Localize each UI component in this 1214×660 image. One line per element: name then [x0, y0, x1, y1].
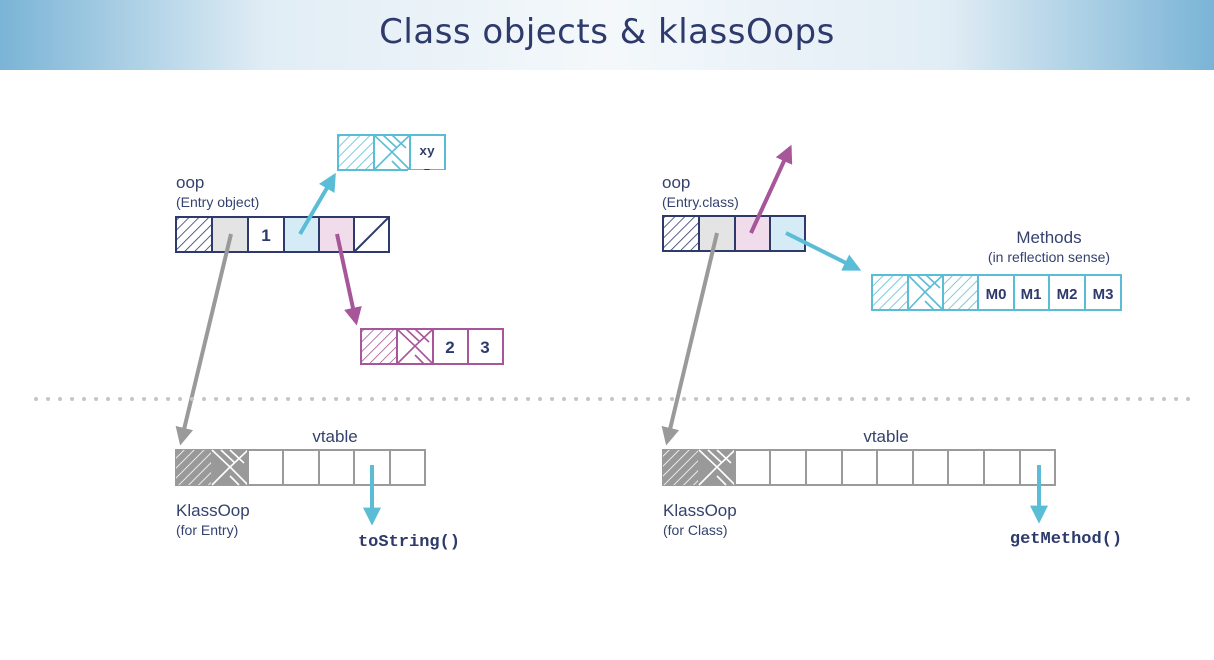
page-title: Class objects & klassOops [379, 12, 835, 52]
methods-sub: (in reflection sense) [988, 249, 1110, 265]
array-klass-chevron [396, 328, 434, 365]
right-klass-header-hatch [663, 450, 699, 485]
right-vtable-slot-0 [734, 449, 771, 486]
null-slash [353, 216, 390, 253]
magenta-arrow-to-array [335, 233, 362, 326]
method-cell-0 [977, 274, 1015, 311]
class-header-cell [662, 215, 700, 252]
left-klass-label: KlassOop [176, 501, 250, 520]
header-banner [0, 0, 1214, 70]
array-object-cells: 2 3 [360, 328, 504, 365]
tostring-method-text: toString() [358, 533, 460, 552]
magenta-arrow-up [749, 144, 793, 234]
method-cell-2 [1048, 274, 1086, 311]
left-klass-sub: (for Entry) [176, 522, 238, 538]
array-value-1: 3 [480, 338, 489, 357]
methods-length-cell [942, 274, 979, 311]
array-header-cell [360, 328, 398, 365]
left-vtable-label: vtable [312, 427, 357, 446]
string-object-cells: xy z [337, 134, 448, 180]
entry-object-cells: 1 [175, 216, 390, 253]
right-oop-group: oop (Entry.class) Methods (in reflection… [661, 144, 1122, 446]
method-cell-0-text: M0 [986, 286, 1007, 303]
string-klass-chevron [373, 134, 411, 171]
right-klass-label: KlassOop [663, 501, 737, 520]
entry-header-hatch [175, 216, 213, 253]
left-klass-header-hatch [176, 450, 212, 485]
left-oop-sub: (Entry object) [176, 194, 259, 210]
left-klass-group: vtable KlassOop (for Entry) toString() [175, 427, 460, 552]
array-cell-0 [432, 328, 469, 365]
array-value-0: 2 [445, 338, 454, 357]
left-vtable-slot-2 [318, 449, 355, 486]
right-vtable-slot-5 [912, 449, 949, 486]
getmethod-method-text: getMethod() [1010, 530, 1122, 549]
entry-value-text: 1 [261, 226, 270, 245]
left-oop-label: oop [176, 173, 204, 192]
methods-label: Methods [1016, 228, 1081, 247]
right-vtable-slot-4 [876, 449, 914, 486]
gray-arrow-to-klass-left [175, 233, 233, 446]
right-vtable-slot-2 [805, 449, 843, 486]
string-value-text: xy [419, 144, 435, 159]
left-vtable-slot-0 [247, 449, 284, 486]
string-header-cell [337, 134, 375, 171]
right-vtable-slot-1 [769, 449, 807, 486]
right-klass-sub: (for Class) [663, 522, 728, 538]
cyan-arrow-to-methods [785, 231, 862, 271]
method-cell-3 [1084, 274, 1122, 311]
right-klass-chevron [698, 449, 736, 486]
methods-klass-chevron [907, 274, 944, 311]
methods-array-cells: M0 M1 M2 M3 [871, 274, 1122, 311]
left-vtable-slot-4 [389, 449, 426, 486]
right-vtable-slot-3 [841, 449, 878, 486]
class-object-cells [662, 215, 806, 252]
methods-header-cell [871, 274, 909, 311]
string-value-clip [408, 170, 448, 180]
left-oop-group: oop (Entry object) 1 xy z [175, 134, 504, 446]
method-cell-1-text: M1 [1021, 286, 1042, 303]
right-klass-group: vtable KlassOop (for Class) getMethod() [662, 427, 1122, 549]
right-oop-sub: (Entry.class) [662, 194, 739, 210]
left-vtable-slot-1 [282, 449, 320, 486]
right-oop-label: oop [662, 173, 690, 192]
right-vtable-slot-7 [983, 449, 1021, 486]
cyan-arrow-to-string [298, 172, 336, 236]
right-vtable-label: vtable [863, 427, 908, 446]
string-value-cell [409, 134, 446, 171]
method-cell-3-text: M3 [1093, 286, 1114, 303]
gray-arrow-to-klass-right [661, 232, 719, 446]
method-cell-2-text: M2 [1057, 286, 1078, 303]
right-vtable-slot-6 [947, 449, 985, 486]
left-klass-chevron [211, 449, 249, 486]
array-cell-1 [467, 328, 504, 365]
